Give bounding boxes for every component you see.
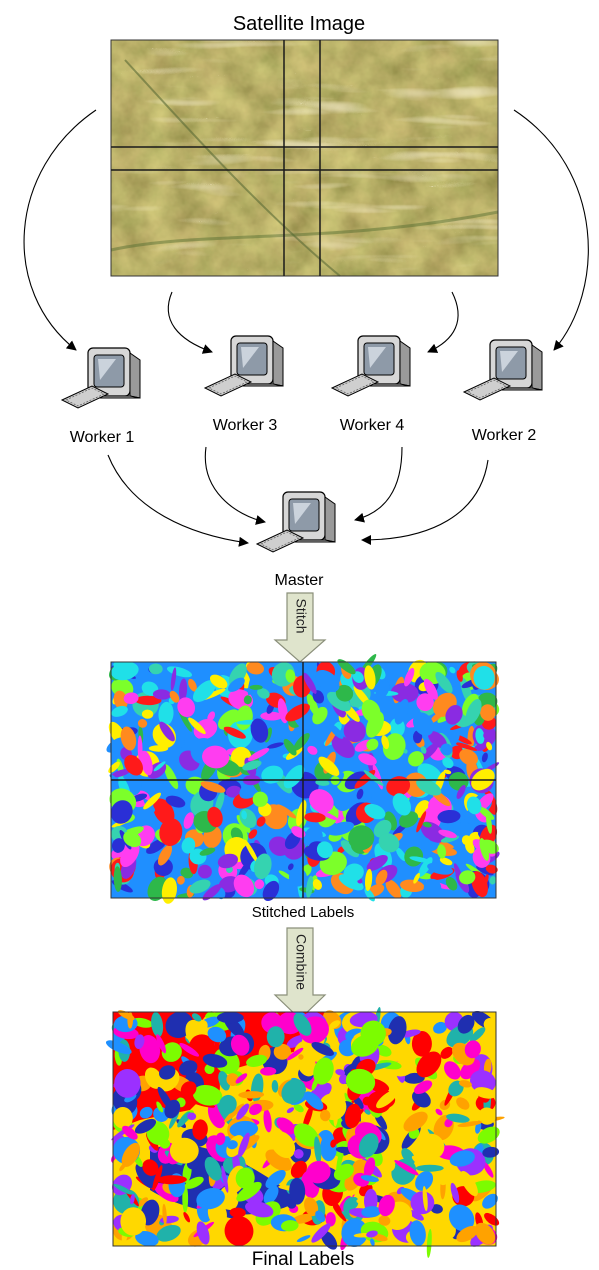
arrow-image-to-worker-2: [513, 109, 589, 351]
worker-3: Worker 3: [204, 335, 284, 434]
arrows-image-to-workers: [23, 109, 589, 354]
worker-1-label: Worker 1: [70, 429, 135, 446]
arrow-image-to-worker-1: [23, 109, 97, 351]
diagram-title: Satellite Image: [233, 13, 365, 35]
worker-2: Worker 2: [463, 339, 543, 444]
master-computer-icon: [256, 491, 336, 553]
arrow-worker-2-to-master: [361, 459, 489, 545]
arrow-worker-4-to-master: [354, 446, 403, 523]
stitched-labels-image: [106, 654, 500, 904]
worker-1: Worker 1: [61, 347, 141, 446]
worker-3-computer-icon: [204, 335, 284, 397]
worker-2-computer-icon: [463, 339, 543, 401]
arrow-image-to-worker-3: [167, 291, 213, 354]
worker-4-computer-icon: [331, 335, 411, 397]
worker-1-computer-icon: [61, 347, 141, 409]
worker-2-label: Worker 2: [472, 427, 537, 444]
final-labels-caption: Final Labels: [252, 1249, 354, 1270]
arrow-image-to-worker-4: [427, 291, 459, 353]
combine-step-label: Combine: [293, 934, 309, 990]
worker-4: Worker 4: [331, 335, 411, 434]
arrow-worker-3-to-master: [204, 446, 266, 525]
stitch-step-arrow: Stitch: [273, 592, 327, 663]
worker-3-label: Worker 3: [213, 417, 278, 434]
master-label: Master: [275, 572, 325, 589]
final-labels-image: [105, 1006, 505, 1258]
worker-4-label: Worker 4: [340, 417, 405, 434]
combine-step-arrow: Combine: [273, 927, 327, 1020]
stitch-step-label: Stitch: [293, 598, 309, 633]
satellite-grid-lines: [111, 40, 498, 276]
stitched-labels-caption: Stitched Labels: [252, 904, 355, 921]
arrows-workers-to-master: [107, 446, 489, 547]
satellite-image: [110, 39, 499, 277]
master: Master: [256, 491, 336, 589]
arrow-worker-1-to-master: [107, 454, 249, 547]
